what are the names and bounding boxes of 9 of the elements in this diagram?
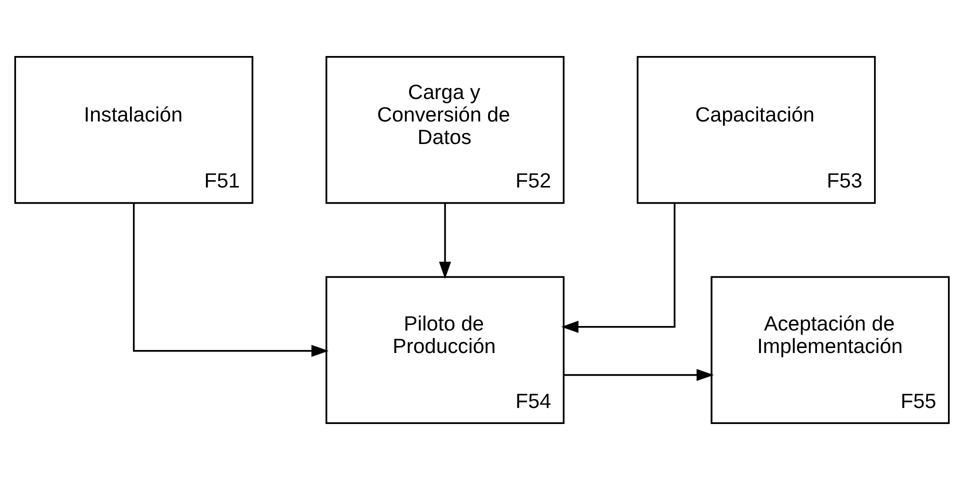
arrow bbox=[564, 368, 714, 381]
node-box: Instalación F51 bbox=[14, 56, 254, 204]
arrow bbox=[439, 203, 452, 279]
arrow bbox=[561, 203, 676, 333]
node-box: Carga y Conversión de Datos F52 bbox=[326, 56, 565, 204]
node-box: Piloto de Producción F54 bbox=[326, 276, 565, 424]
node-box: Aceptación de Implementación F55 bbox=[710, 276, 950, 424]
node-box: Capacitación F53 bbox=[636, 56, 876, 204]
arrow bbox=[132, 204, 329, 357]
